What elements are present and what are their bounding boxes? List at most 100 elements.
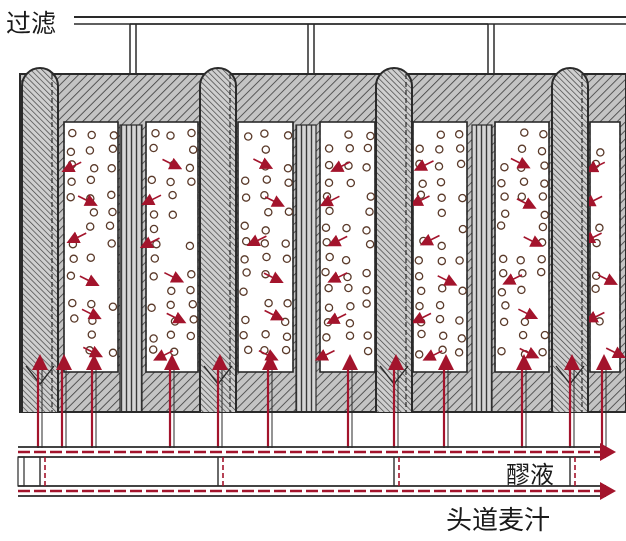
particle: [538, 222, 548, 232]
particle: [596, 148, 605, 157]
particle: [109, 131, 119, 140]
pipe-end-cap: [17, 456, 25, 487]
filter-cell-2: [139, 121, 199, 373]
particle: [243, 132, 253, 141]
cell-flow-arrow: [246, 234, 267, 246]
particle: [283, 131, 293, 140]
cell-flow-arrow: [502, 273, 523, 285]
particle: [517, 144, 527, 154]
bottom-gap: [20, 412, 626, 448]
particle: [281, 345, 291, 355]
particle: [438, 331, 448, 341]
particle: [185, 163, 195, 173]
particle: [366, 192, 376, 201]
particle: [264, 298, 273, 308]
particle: [261, 330, 270, 339]
particle: [362, 163, 371, 172]
particle: [454, 130, 464, 139]
particle: [88, 316, 97, 325]
particle: [346, 178, 356, 188]
particle: [240, 176, 250, 185]
particle: [107, 190, 116, 200]
particle: [147, 303, 156, 313]
particle: [536, 267, 546, 277]
cell-flow-arrow: [166, 311, 187, 324]
cell-flow-arrow: [314, 349, 335, 361]
tube-3: [375, 67, 413, 412]
particle: [455, 144, 465, 153]
particle: [241, 193, 251, 202]
divider-2: [295, 124, 317, 413]
filter-cell-7: [581, 121, 626, 373]
tube-funnel: [25, 365, 55, 386]
particle: [86, 253, 96, 262]
particle: [166, 177, 175, 187]
particle: [343, 272, 352, 282]
particle: [321, 267, 330, 277]
particle: [595, 223, 604, 233]
upflow-head-9: [516, 354, 532, 370]
particle: [518, 330, 528, 340]
particle: [345, 319, 355, 328]
cell-flow-arrow: [585, 160, 606, 173]
cell-flow-arrow: [510, 156, 531, 169]
particle: [86, 175, 96, 185]
particle: [87, 330, 97, 339]
first-wort-label: 头道麦汁: [446, 506, 551, 536]
particle: [322, 237, 331, 247]
tube-body: [199, 67, 237, 412]
particle: [283, 164, 293, 173]
particle: [344, 283, 353, 293]
particle: [363, 143, 373, 153]
particle: [362, 268, 371, 278]
particle: [497, 346, 506, 356]
particle: [345, 331, 355, 340]
cell-flow-arrow: [523, 235, 544, 247]
particle: [344, 130, 353, 139]
particle: [500, 162, 509, 172]
cell-flow-arrow: [422, 349, 443, 361]
particle: [67, 177, 76, 187]
particle: [261, 226, 270, 235]
particle: [324, 160, 334, 170]
particle: [363, 331, 372, 340]
particle: [166, 131, 175, 140]
particle: [168, 210, 178, 220]
particle: [456, 159, 466, 169]
particle: [260, 129, 269, 138]
particle: [108, 207, 117, 217]
particle: [437, 208, 447, 218]
particle: [107, 239, 116, 248]
particle: [151, 128, 160, 138]
particle: [69, 254, 78, 264]
cell-flow-arrow: [409, 194, 430, 206]
particle: [418, 179, 427, 189]
particle: [497, 178, 506, 188]
particle: [517, 285, 526, 295]
divider-1: [119, 124, 143, 413]
filtration-label: 过滤: [6, 9, 57, 38]
particle: [239, 287, 248, 296]
particle: [458, 224, 468, 234]
particle: [66, 192, 75, 202]
cell-flow-arrow: [519, 346, 540, 359]
tube-body: [375, 67, 413, 412]
cell-flow-arrow: [584, 310, 605, 323]
particle: [365, 239, 375, 249]
particle: [501, 301, 510, 310]
particle: [85, 146, 95, 155]
cell-flow-arrow: [253, 157, 274, 169]
particle: [437, 241, 446, 251]
particle: [591, 284, 600, 294]
particle: [325, 252, 334, 262]
particle: [435, 314, 445, 324]
particle: [282, 332, 292, 341]
filter-cell-1: [61, 121, 119, 373]
particle: [321, 223, 331, 232]
tube-body: [551, 67, 589, 412]
particle: [538, 347, 547, 357]
cell-flow-arrow: [264, 308, 285, 321]
particle: [417, 329, 426, 339]
cell-flow-arrow: [582, 194, 603, 207]
